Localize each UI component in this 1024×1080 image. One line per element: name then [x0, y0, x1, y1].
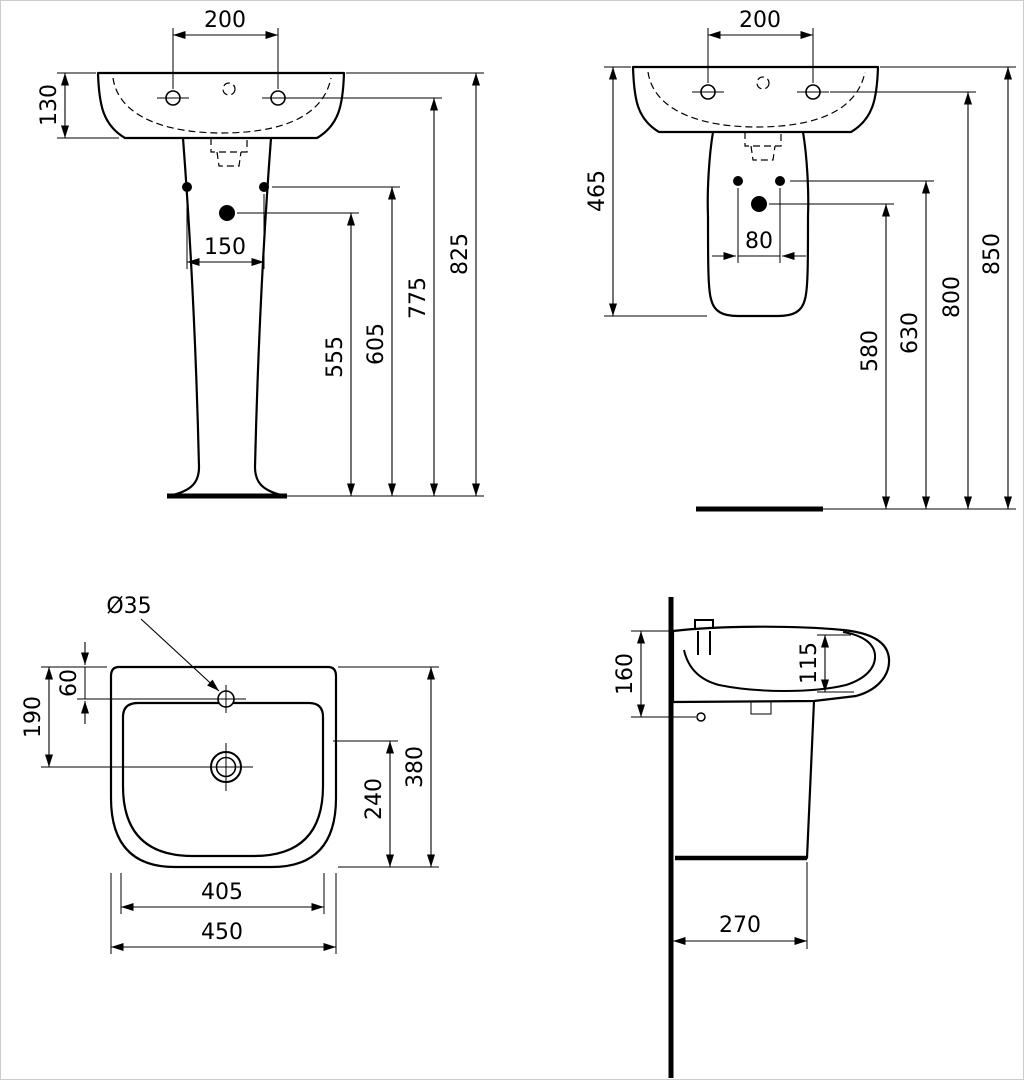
dim-fixing-height: 605 — [272, 186, 400, 496]
basin-front-outline — [96, 71, 346, 140]
dim-label-overall-width: 450 — [201, 920, 243, 945]
dim-label-bowl-depth: 240 — [362, 778, 387, 820]
dim-label-fixing-height: 630 — [898, 312, 923, 354]
fixing-hole-side — [696, 712, 706, 722]
dim-label-fixing-spacing: 150 — [204, 235, 246, 260]
dim-overall-width: 450 — [110, 873, 337, 954]
tap-hole-left — [157, 90, 189, 106]
dim-depth: 270 — [673, 862, 808, 949]
dim-label-basin-height: 130 — [37, 84, 62, 126]
dim-fixing-spacing: 80 — [712, 188, 806, 263]
overflow-hole-dashed — [222, 82, 236, 96]
dim-front-height: 115 — [797, 634, 854, 693]
front-view-with-semi-pedestal: 200 465 80 580 630 — [585, 8, 1016, 512]
dim-label-tap-spacing: 200 — [204, 8, 246, 33]
fixing-hole-right — [259, 182, 269, 192]
dim-drain-offset: 190 — [21, 667, 53, 767]
dim-fixing-height: 630 — [790, 180, 934, 509]
side-view: 160 115 270 — [613, 597, 891, 1078]
tap-deck-section — [694, 619, 714, 655]
drain-center-point — [219, 205, 235, 221]
dim-label-fixing-spacing: 80 — [745, 229, 773, 254]
dim-bowl-width: 405 — [120, 873, 325, 914]
dim-bowl-depth: 240 — [333, 740, 398, 867]
drain-hole — [41, 743, 253, 791]
bowl-plan-outline — [121, 701, 325, 858]
overflow-hole-dashed — [756, 76, 770, 90]
dim-tap-hole-offset: 60 — [41, 642, 107, 724]
dim-overall-depth: 380 — [338, 666, 439, 868]
dim-fixing-spacing: 150 — [186, 194, 265, 269]
dim-label-front-height: 115 — [797, 642, 822, 684]
dim-label-tap-height: 775 — [406, 277, 431, 319]
dim-wall-height: 160 — [613, 630, 696, 718]
dim-label-drain-height: 555 — [323, 336, 348, 378]
dim-label-wall-height: 160 — [613, 653, 638, 695]
dim-label-fixing-height: 605 — [364, 323, 389, 365]
bowl-rim-dashed — [112, 77, 332, 134]
front-view-with-pedestal: 200 130 150 555 605 — [37, 8, 484, 499]
dim-label-overall-height: 465 — [585, 170, 610, 212]
pedestal-outline-right — [253, 136, 283, 497]
bowl-rim-dashed — [647, 71, 866, 128]
dim-tap-hole-diameter: Ø35 — [106, 594, 220, 692]
dim-label-tap-spacing: 200 — [739, 8, 781, 33]
trap-section — [750, 702, 772, 715]
dim-label-tap-hole-offset: 60 — [57, 669, 82, 697]
tap-hole-right — [797, 84, 829, 100]
basin-side-outline — [671, 625, 891, 704]
dim-basin-height: 130 — [37, 72, 119, 139]
semi-pedestal-outline — [706, 131, 810, 318]
drain-trap-dashed — [210, 138, 248, 167]
drain-center-point — [751, 196, 767, 212]
plan-view: Ø35 60 190 380 240 — [21, 594, 439, 954]
dim-rim-height: 825 — [346, 72, 484, 496]
fixing-hole-left — [733, 176, 743, 186]
dim-rim-height: 850 — [880, 66, 1016, 509]
dim-label-drain-height: 580 — [858, 330, 883, 372]
dim-tap-height: 800 — [830, 91, 976, 509]
dim-label-bowl-width: 405 — [201, 880, 243, 905]
dim-label-rim-height: 850 — [980, 233, 1005, 275]
bowl-inner-profile — [683, 631, 877, 692]
semi-pedestal-front-edge — [805, 699, 816, 860]
dim-tap-spacing: 200 — [172, 8, 279, 89]
tap-hole — [77, 685, 246, 713]
dim-label-tap-height: 800 — [940, 276, 965, 318]
dim-label-depth: 270 — [719, 913, 761, 938]
dim-tap-spacing: 200 — [707, 8, 814, 83]
dim-label-tap-hole-diameter: Ø35 — [106, 594, 151, 619]
basin-front-outline — [631, 65, 880, 134]
dim-overall-height: 465 — [585, 66, 707, 317]
dim-drain-height: 580 — [769, 203, 894, 509]
tap-hole-right — [262, 90, 294, 106]
tap-hole-left — [692, 84, 724, 100]
dim-drain-height: 555 — [237, 212, 359, 496]
dim-label-overall-depth: 380 — [403, 746, 428, 788]
dim-label-rim-height: 825 — [448, 233, 473, 275]
fixing-hole-right — [775, 176, 785, 186]
drain-trap-dashed — [744, 132, 782, 161]
dim-label-drain-offset: 190 — [21, 696, 46, 738]
dim-tap-height: 775 — [293, 97, 442, 496]
fixing-hole-left — [182, 182, 192, 192]
